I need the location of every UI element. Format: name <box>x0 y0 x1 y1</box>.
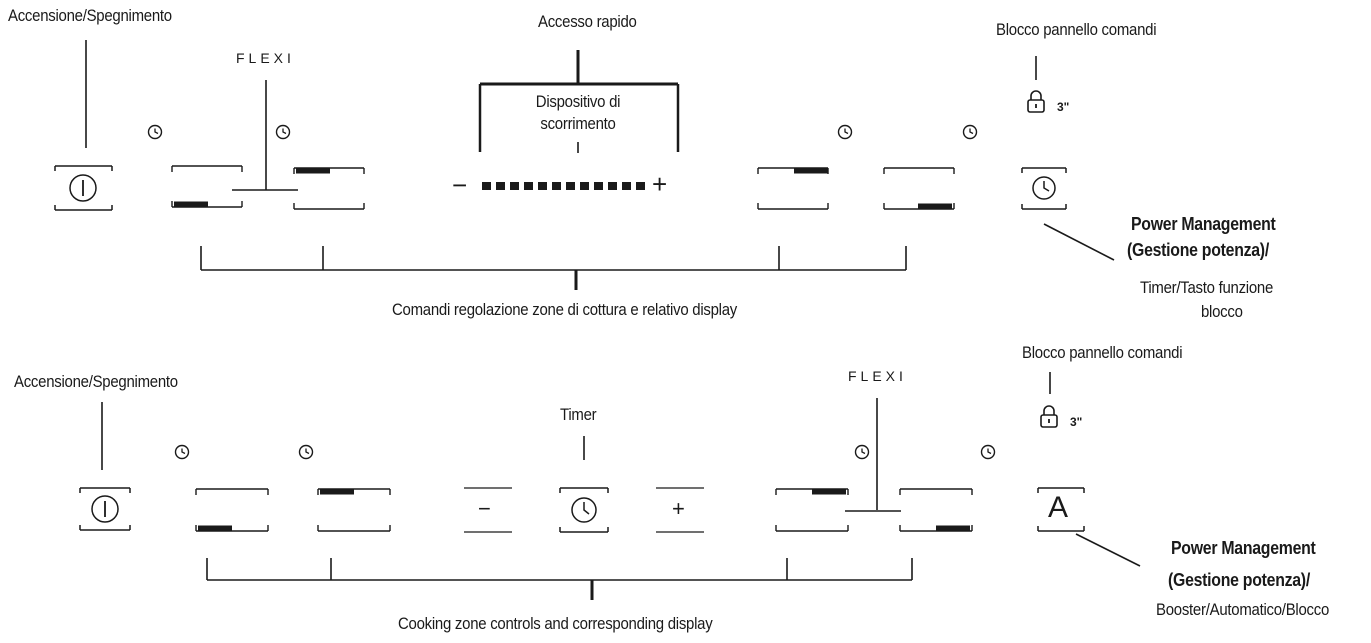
panel1-zone-2[interactable] <box>293 167 365 210</box>
panel2-zones-bracket <box>206 558 913 600</box>
panel1-flexi-label: FLEXI <box>236 50 295 66</box>
panel1-lock-label: Blocco pannello comandi <box>996 20 1157 39</box>
panel2-zone-3[interactable] <box>775 488 849 532</box>
clock-icon <box>854 444 870 460</box>
power-icon <box>91 495 119 523</box>
panel1-zone-4[interactable] <box>883 167 955 210</box>
clock-icon <box>980 444 996 460</box>
panel1-timer-label-2: blocco <box>1201 302 1243 321</box>
panel2-zone-4[interactable] <box>899 488 973 532</box>
panel2-minus-button[interactable] <box>464 487 512 533</box>
panel1-timer-button[interactable] <box>1021 167 1067 210</box>
clock-icon <box>837 124 853 140</box>
slider-plus[interactable]: + <box>652 169 668 199</box>
power-icon <box>69 174 97 202</box>
panel1-zones-bracket <box>200 246 907 290</box>
quick-access-label: Accesso rapido <box>538 12 637 31</box>
clock-icon <box>571 497 597 523</box>
panel2-timer-label: Timer <box>560 405 597 424</box>
panel2-lock-time: 3" <box>1070 415 1083 429</box>
panel1-power-mgmt-1: Power Management <box>1131 214 1276 234</box>
panel1-zones-label: Comandi regolazione zone di cottura e re… <box>392 300 738 319</box>
panel2-power-label: Accensione/Spegnimento <box>14 372 178 391</box>
clock-icon <box>147 124 163 140</box>
slider-minus[interactable]: − <box>452 170 468 200</box>
panel1-power-button[interactable] <box>54 165 113 211</box>
panel1-lock-time: 3" <box>1057 100 1070 114</box>
panel2-plus-button[interactable] <box>656 487 704 533</box>
slider-label-2: scorrimento <box>540 114 616 133</box>
panel1-power-label: Accensione/Spegnimento <box>8 6 172 25</box>
panel2-booster-label: Booster/Automatico/Blocco <box>1156 600 1330 619</box>
panel2-zones-label: Cooking zone controls and corresponding … <box>398 614 713 633</box>
slider-label-1: Dispositivo di <box>535 92 621 111</box>
panel2-lock-label: Blocco pannello comandi <box>1022 343 1183 362</box>
lock-icon <box>1027 90 1045 113</box>
panel2-power-mgmt-1: Power Management <box>1171 538 1316 558</box>
panel2-booster-button[interactable] <box>1037 487 1085 532</box>
panel2-leader-lines <box>101 372 1141 567</box>
clock-icon <box>298 444 314 460</box>
panel2-timer-button[interactable] <box>559 487 609 533</box>
panel2-zone-2[interactable] <box>317 488 391 532</box>
panel2-plus-sign: + <box>672 496 685 521</box>
panel2-flexi-label: FLEXI <box>848 368 907 384</box>
panel2-zone-1[interactable] <box>195 488 269 532</box>
panel2-power-mgmt-2: (Gestione potenza)/ <box>1168 570 1310 590</box>
panel1-zone-3[interactable] <box>757 167 829 210</box>
panel1-leader-lines <box>85 40 1115 261</box>
panel1-zone-1[interactable] <box>171 165 243 208</box>
slider-dots[interactable] <box>482 182 645 190</box>
clock-icon <box>962 124 978 140</box>
clock-icon <box>275 124 291 140</box>
panel2-minus-sign: − <box>478 496 491 521</box>
clock-icon <box>1032 176 1056 200</box>
clock-icon <box>174 444 190 460</box>
booster-a-icon: A <box>1048 491 1069 524</box>
panel2-power-button[interactable] <box>79 487 131 531</box>
lock-icon <box>1040 405 1058 428</box>
panel1-timer-label-1: Timer/Tasto funzione <box>1140 278 1274 297</box>
panel1-power-mgmt-2: (Gestione potenza)/ <box>1127 240 1269 260</box>
quick-access-bracket <box>478 50 680 152</box>
